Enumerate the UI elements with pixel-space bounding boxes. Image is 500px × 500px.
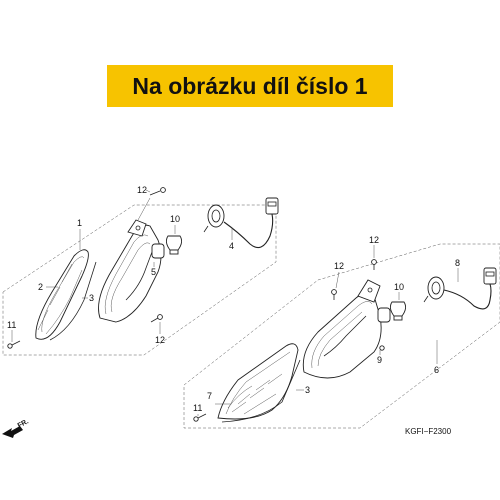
callout-10-right: 10 [394,282,404,292]
callout-11-right: 11 [193,403,202,413]
callout-12-right-left: 12 [334,261,344,271]
direction-label: FR. [17,418,30,430]
callout-3-right: 3 [305,385,310,395]
banner-text: Na obrázku díl číslo 1 [132,72,368,99]
left-assembly [2,187,279,356]
right-socket [427,276,445,300]
callout-12-left-top: 12 [137,185,147,195]
direction-arrow-icon: FR. [2,418,30,438]
part-number-banner: Na obrázku díl číslo 1 [107,65,393,107]
left-housing [98,224,162,323]
callout-6: 6 [434,365,439,375]
left-socket [207,204,225,228]
callout-1: 1 [77,218,82,228]
callout-labels: 1 2 3 4 5 10 12 12 11 6 7 3 8 9 10 12 12… [7,185,460,413]
left-lens [35,249,89,340]
callout-8: 8 [455,258,460,268]
callout-2: 2 [38,282,43,292]
callout-3-left: 3 [89,293,94,303]
callout-10-left: 10 [170,214,180,224]
callout-7: 7 [207,391,212,401]
callout-11-left: 11 [7,320,16,330]
callout-12-left-bottom: 12 [155,335,165,345]
right-lens [217,343,299,420]
right-bulb [389,301,407,317]
right-assembly [183,243,500,429]
callout-4: 4 [229,241,234,251]
right-housing [302,292,382,379]
callout-12-right-top: 12 [369,235,379,245]
catalog-code: KGFI−F2300 [405,427,452,436]
left-bulb [165,235,183,251]
callout-9: 9 [377,355,382,365]
callout-5: 5 [151,267,156,277]
